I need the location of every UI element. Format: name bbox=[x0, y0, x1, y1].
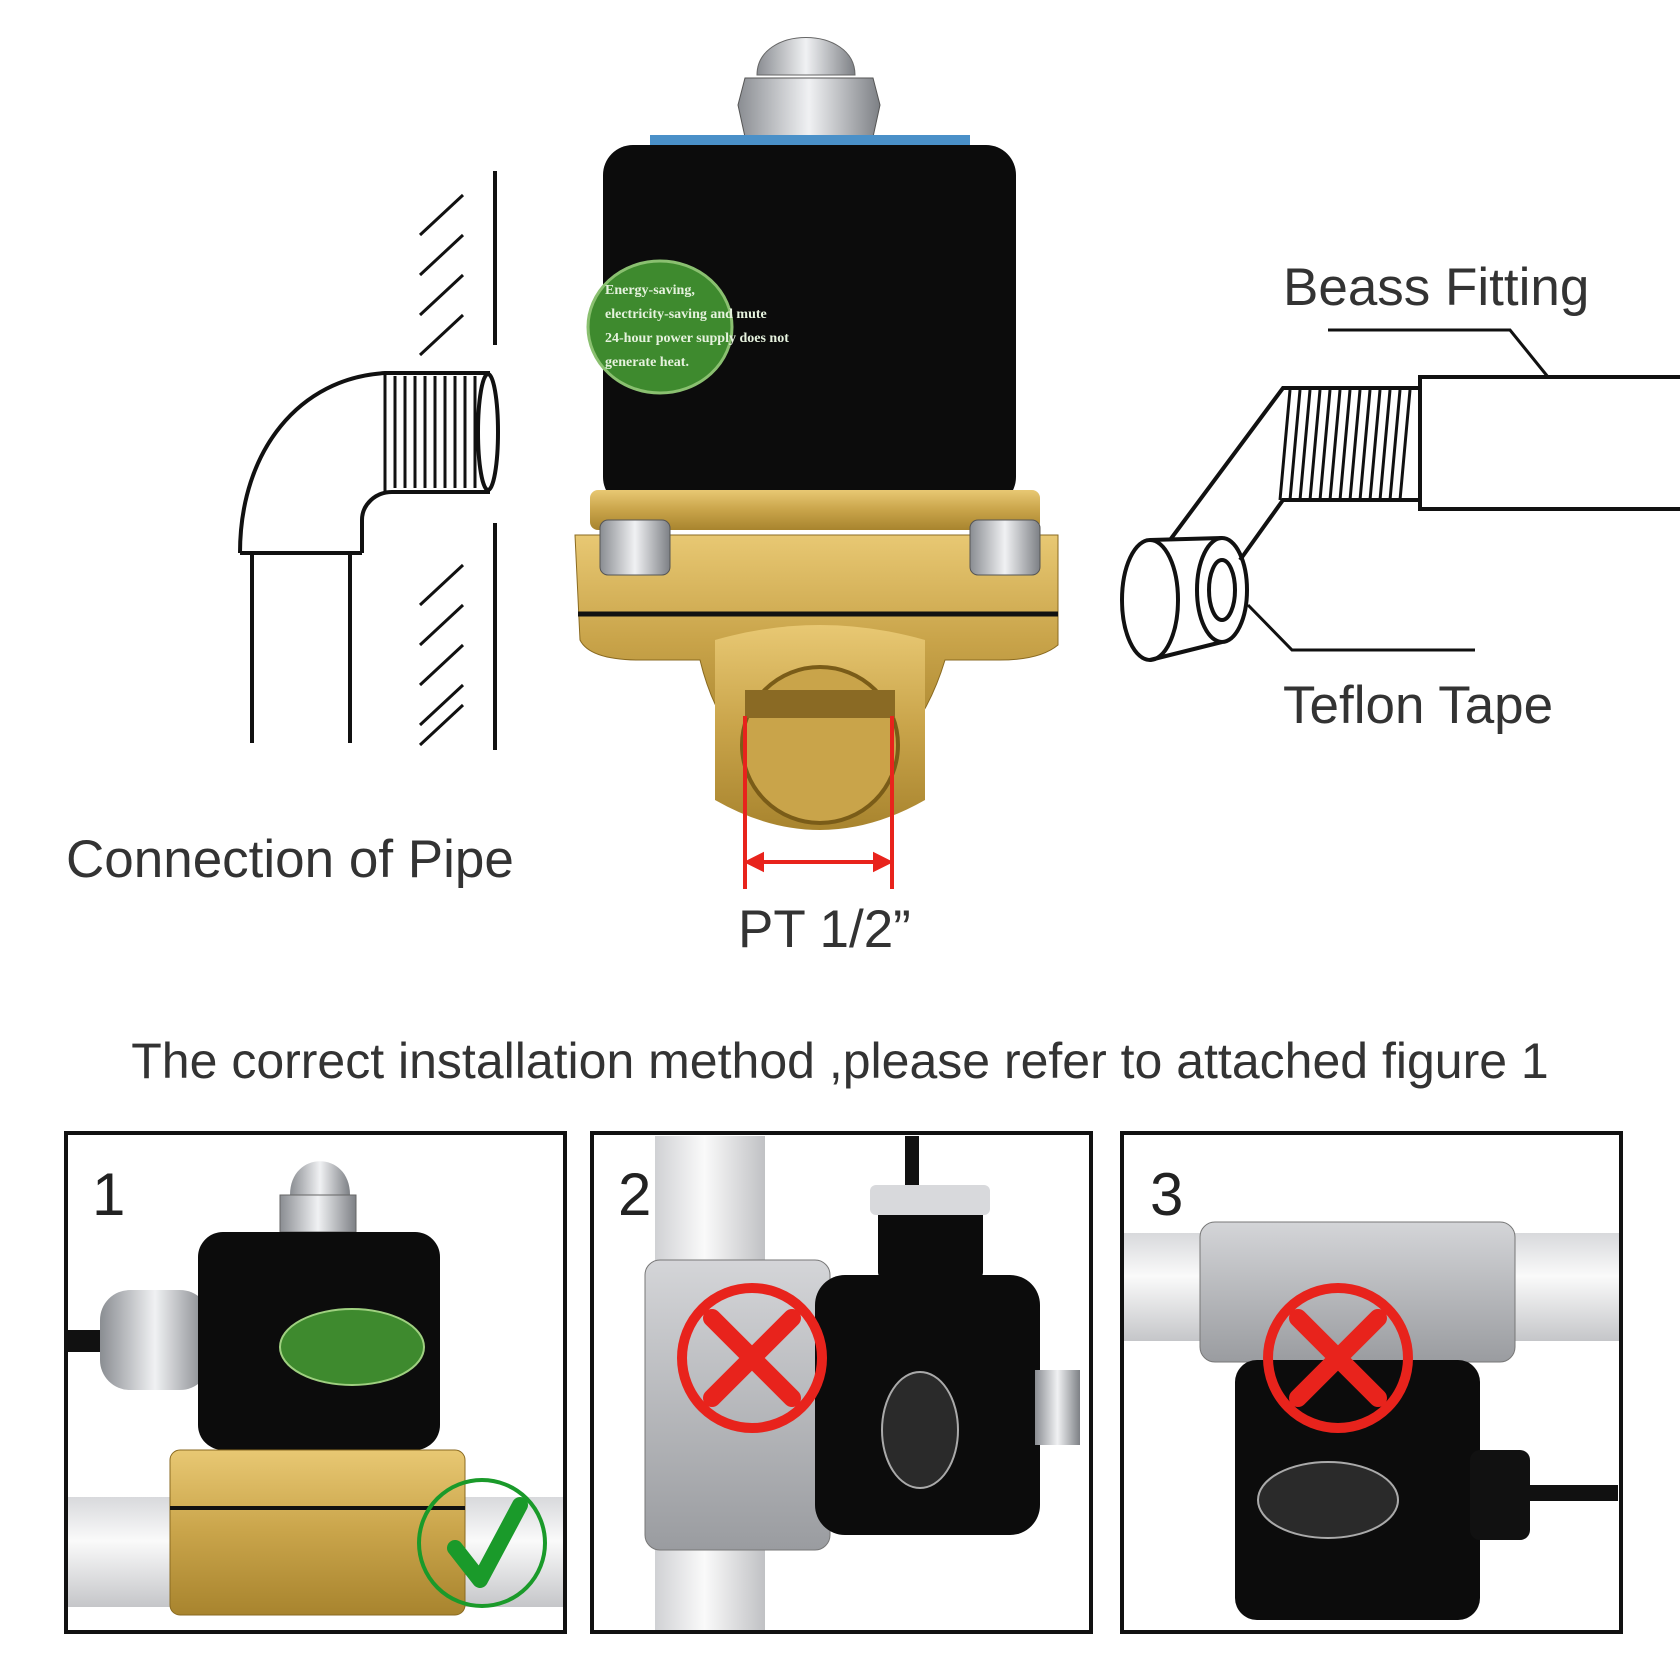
panel-1-correct: 1 bbox=[64, 1131, 567, 1634]
incorrect-x-icon bbox=[677, 1283, 827, 1433]
sticker-text: generate heat. bbox=[605, 355, 689, 370]
panel-number: 1 bbox=[92, 1161, 125, 1228]
pipe-connection-label: Connection of Pipe bbox=[66, 830, 514, 889]
solenoid-valve-main: Energy-saving, electricity-saving and mu… bbox=[574, 37, 1059, 889]
sticker-text: electricity-saving and mute bbox=[605, 307, 767, 322]
panel-3-incorrect: 3 bbox=[1120, 1131, 1623, 1634]
coil bbox=[603, 145, 1016, 507]
panel-2-incorrect: 2 bbox=[590, 1131, 1093, 1634]
sticker-text: Energy-saving, bbox=[605, 283, 695, 298]
sticker-text: 24-hour power supply does not bbox=[605, 331, 789, 346]
teflon-tape-drawing bbox=[1120, 328, 1680, 662]
correct-check-icon bbox=[417, 1478, 547, 1608]
panel-number: 2 bbox=[618, 1161, 651, 1228]
incorrect-x-icon bbox=[1263, 1283, 1413, 1433]
hex-nut-icon bbox=[737, 77, 881, 138]
panel-number: 3 bbox=[1150, 1161, 1183, 1228]
teflon-tape-label: Teflon Tape bbox=[1283, 676, 1553, 735]
energy-saving-sticker bbox=[586, 259, 734, 395]
brass-fitting-label: Beass Fitting bbox=[1283, 258, 1589, 317]
port-size-label: PT 1/2” bbox=[738, 900, 911, 959]
port-dimension bbox=[743, 716, 894, 889]
pipe-connection-drawing bbox=[238, 171, 500, 750]
installation-caption: The correct installation method ,please … bbox=[131, 1033, 1548, 1089]
